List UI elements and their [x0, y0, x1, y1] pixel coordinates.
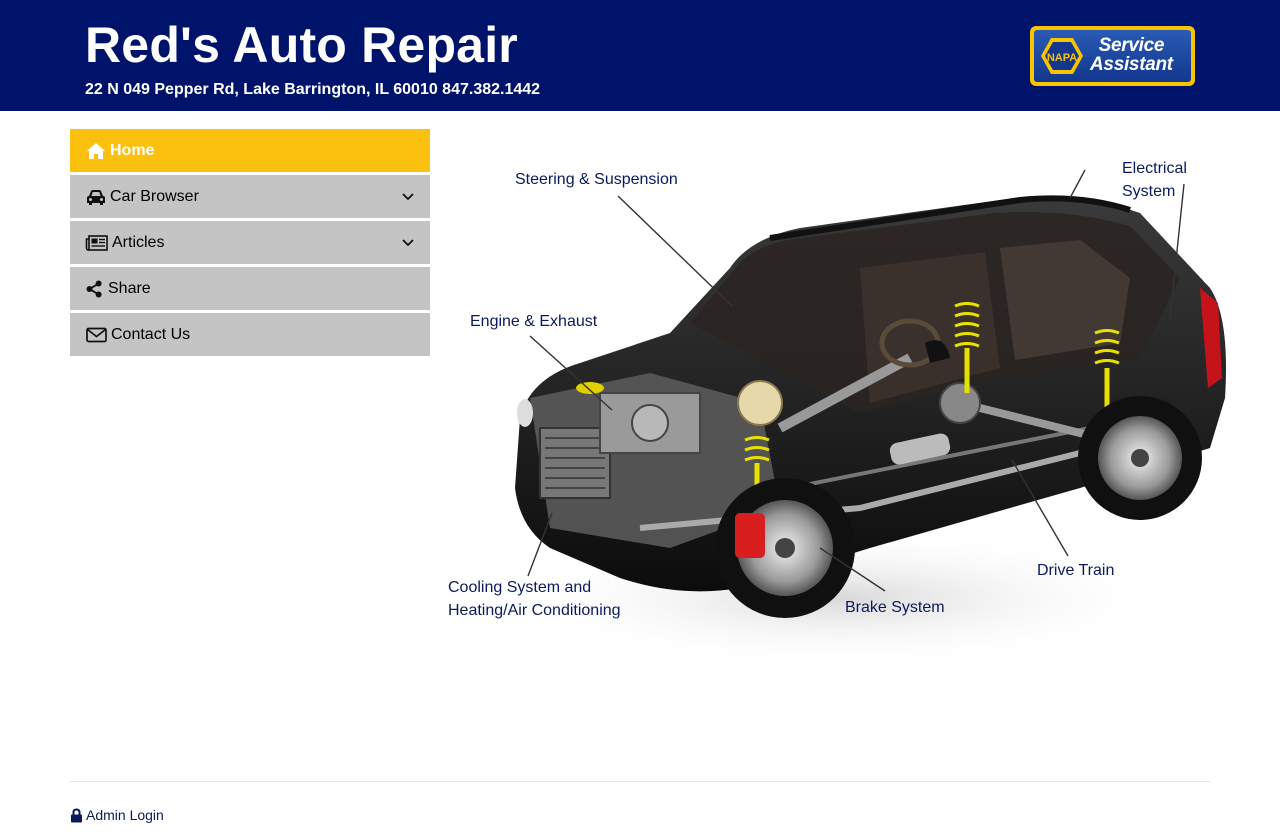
car-systems-diagram: Steering & Suspension Electrical System … — [440, 128, 1240, 698]
car-icon — [87, 189, 105, 205]
nav-item-share[interactable]: Share — [70, 267, 430, 310]
nav-item-articles[interactable]: Articles — [70, 221, 430, 264]
label-cooling-line1[interactable]: Cooling System and — [448, 579, 592, 596]
napa-service-assistant-badge[interactable]: NAPA Service Assistant — [1030, 26, 1195, 86]
share-icon — [86, 280, 102, 297]
chevron-down-icon[interactable] — [401, 236, 415, 250]
nav-item-label: Car Browser — [110, 187, 199, 205]
nav-item-label: Articles — [112, 233, 165, 251]
label-electrical-line1[interactable]: Electrical — [1122, 160, 1187, 177]
envelope-icon — [86, 327, 107, 342]
label-brake-system[interactable]: Brake System — [845, 599, 945, 616]
napa-badge-text: Service Assistant — [1090, 36, 1173, 74]
nav-item-home[interactable]: Home — [70, 129, 430, 172]
admin-login-label: Admin Login — [86, 807, 164, 823]
nav-item-car-browser[interactable]: Car Browser — [70, 175, 430, 218]
nav-item-label: Home — [110, 141, 155, 159]
home-icon — [87, 142, 105, 159]
site-header: Red's Auto Repair 22 N 049 Pepper Rd, La… — [0, 0, 1280, 111]
admin-login-link[interactable]: Admin Login — [70, 807, 164, 823]
label-engine-exhaust[interactable]: Engine & Exhaust — [470, 313, 598, 330]
label-cooling-line2[interactable]: Heating/Air Conditioning — [448, 602, 621, 619]
napa-badge-line2: Assistant — [1090, 54, 1173, 75]
napa-badge-inner: NAPA Service Assistant — [1034, 30, 1191, 82]
chevron-down-icon[interactable] — [401, 190, 415, 204]
lock-icon — [71, 807, 82, 822]
site-title[interactable]: Red's Auto Repair — [85, 17, 518, 73]
nav-item-label: Share — [108, 279, 151, 297]
napa-brand-text: NAPA — [1047, 52, 1077, 64]
napa-badge-line1: Service — [1098, 35, 1165, 56]
nav-item-contact-us[interactable]: Contact Us — [70, 313, 430, 356]
footer-divider — [70, 781, 1210, 782]
newspaper-icon — [85, 234, 108, 251]
nav-item-label: Contact Us — [111, 325, 191, 343]
site-address: 22 N 049 Pepper Rd, Lake Barrington, IL … — [85, 81, 541, 98]
sidebar-nav: Home Car Browser Articles — [70, 129, 430, 359]
label-electrical-line2[interactable]: System — [1122, 183, 1176, 200]
napa-logo-icon: NAPA — [1041, 38, 1083, 74]
label-drive-train[interactable]: Drive Train — [1037, 562, 1115, 579]
label-steering-suspension[interactable]: Steering & Suspension — [515, 171, 678, 188]
car-cutaway-illustration — [500, 169, 1226, 668]
